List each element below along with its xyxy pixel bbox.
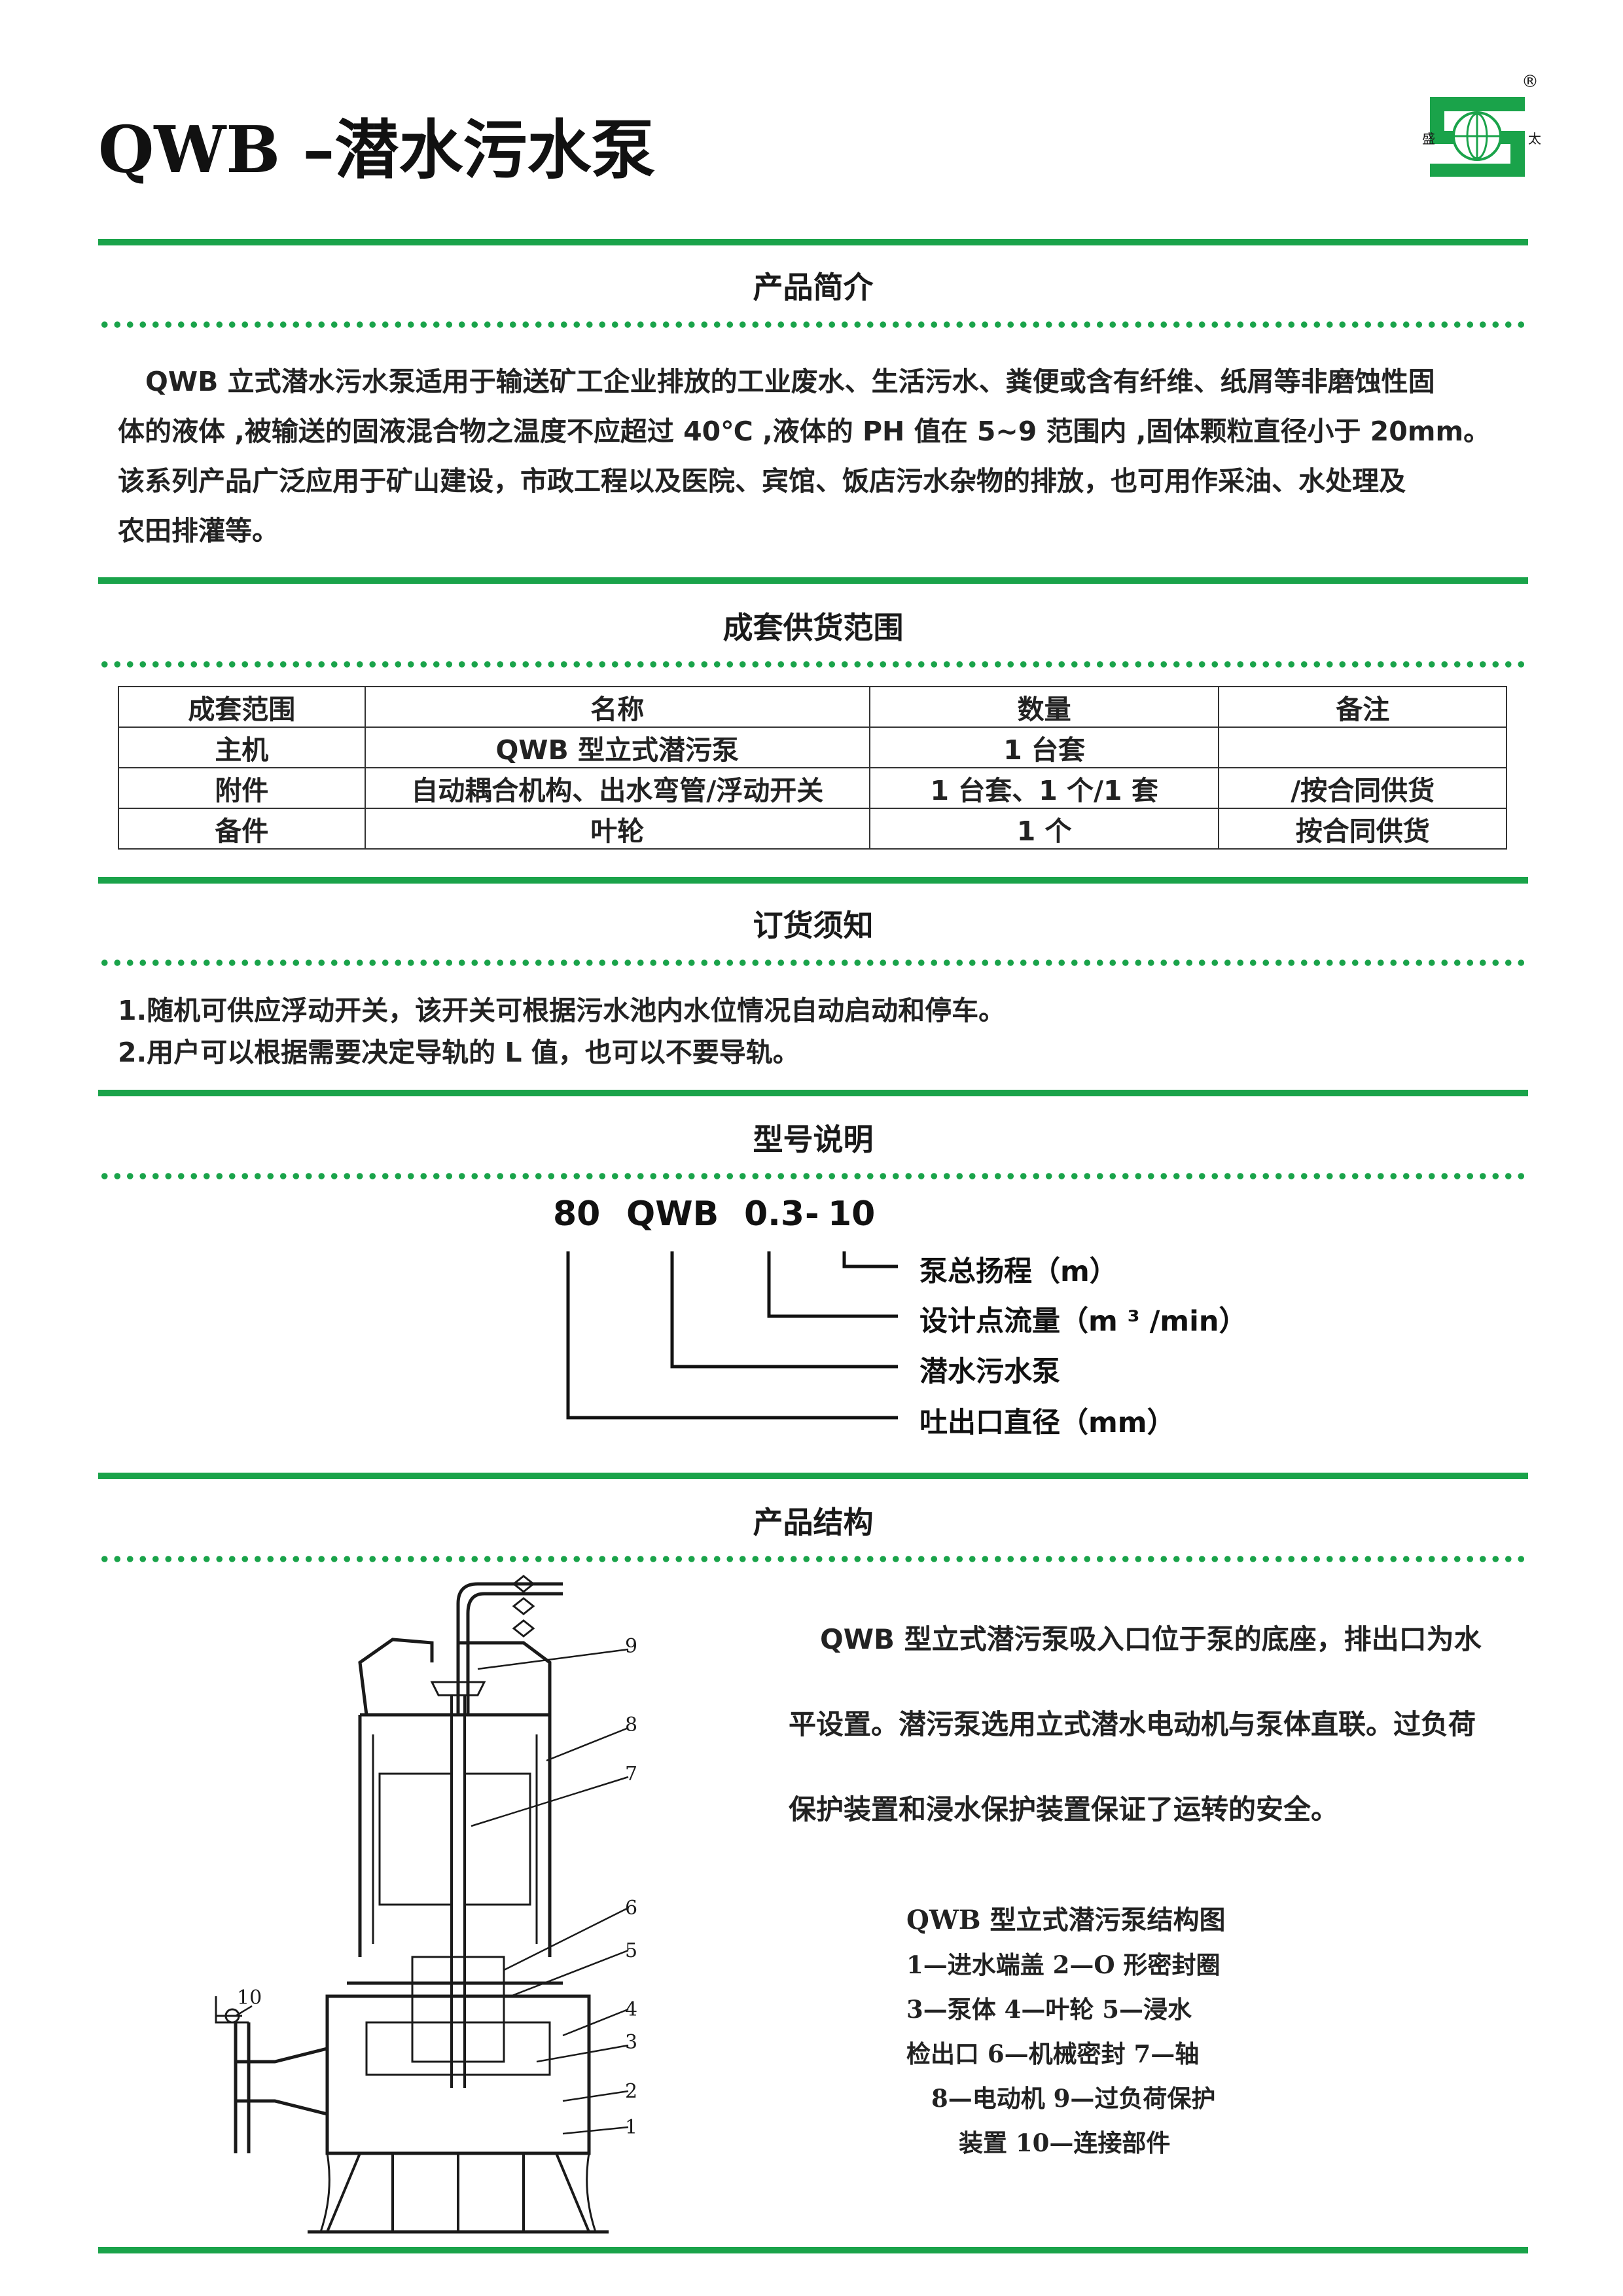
section-heading-model: 型号说明 xyxy=(753,1122,874,1157)
divider-bar-model xyxy=(98,1090,1528,1096)
structure-line: 平设置。潜污泵选用立式潜水电动机与泵体直联。过负荷 xyxy=(789,1708,1476,1740)
logo-left-char: 盛 xyxy=(1422,131,1435,147)
legend-line: 8—电动机 9—过负荷保护 xyxy=(931,2084,1216,2113)
table-cell: QWB 型立式潜污泵 xyxy=(364,726,870,768)
logo-right-char: 太 xyxy=(1528,131,1541,147)
table-cell: 1 台套 xyxy=(868,726,1220,768)
ordering-note: 1.随机可供应浮动开关，该开关可根据污水池内水位情况自动启动和停车。 xyxy=(118,995,1006,1026)
section-heading-scope: 成套供货范围 xyxy=(722,610,904,645)
table-cell: 1 个 xyxy=(868,808,1220,850)
legend-line: 检出口 6—机械密封 7—轴 xyxy=(906,2039,1200,2068)
diagram-callout-number: 2 xyxy=(625,2080,637,2103)
divider-bar-intro xyxy=(98,239,1528,245)
section-heading-ordering: 订货须知 xyxy=(753,908,874,943)
ordering-note: 2.用户可以根据需要决定导轨的 L 值，也可以不要导轨。 xyxy=(118,1037,800,1068)
table-header-cell: 成套范围 xyxy=(118,686,366,728)
ordering-notes: 1.随机可供应浮动开关，该开关可根据污水池内水位情况自动启动和停车。 2.用户可… xyxy=(118,990,1005,1073)
table-cell: 自动耦合机构、出水弯管/浮动开关 xyxy=(364,767,870,809)
legend-line: 装置 10—连接部件 xyxy=(959,2128,1171,2157)
dotted-divider-model xyxy=(98,1173,1528,1179)
table-row: 主机 QWB 型立式潜污泵 1 台套 xyxy=(118,726,1507,768)
table-header-cell: 数量 xyxy=(868,686,1220,728)
diagram-callout-number: 5 xyxy=(625,1939,637,1962)
diagram-callout-number: 9 xyxy=(625,1635,637,1658)
intro-line: 农田排灌等。 xyxy=(118,515,279,547)
model-code-flow: 0.3 xyxy=(744,1194,805,1234)
intro-line: 体的液体 ,被输送的固液混合物之温度不应超过 40℃ ,液体的 PH 值在 5~… xyxy=(118,416,1491,447)
section-heading-structure: 产品结构 xyxy=(753,1505,874,1540)
structure-line: QWB 型立式潜污泵吸入口位于泵的底座，排出口为水 xyxy=(820,1623,1482,1655)
model-label-diameter: 吐出口直径（mm） xyxy=(919,1407,1175,1439)
diagram-callout-number: 6 xyxy=(625,1897,637,1920)
brand-logo: 盛 太 ® xyxy=(1422,72,1544,187)
table-header-cell: 名称 xyxy=(364,686,870,728)
table-row: 附件 自动耦合机构、出水弯管/浮动开关 1 台套、1 个/1 套 /按合同供货 xyxy=(118,767,1507,809)
model-code-diameter: 80 xyxy=(553,1194,601,1234)
model-label-head: 泵总扬程（m） xyxy=(919,1255,1118,1288)
table-cell xyxy=(1218,726,1507,768)
registered-mark: ® xyxy=(1522,72,1539,92)
divider-bar-footer xyxy=(98,2247,1528,2253)
divider-bar-scope xyxy=(98,577,1528,584)
table-cell: 备件 xyxy=(118,808,366,850)
diagram-callout-number: 10 xyxy=(237,1986,262,2009)
structure-line: 保护装置和浸水保护装置保证了运转的安全。 xyxy=(789,1793,1339,1825)
model-label-flow: 设计点流量（m ³ /min） xyxy=(919,1305,1247,1338)
diagram-callout-number: 1 xyxy=(625,2116,637,2139)
model-code-separator: - xyxy=(805,1194,819,1234)
diagram-callout-number: 8 xyxy=(625,1713,637,1736)
dotted-divider-structure xyxy=(98,1556,1528,1562)
table-cell: 附件 xyxy=(118,767,366,809)
model-bracket-lines xyxy=(566,1251,898,1420)
model-code-head: 10 xyxy=(828,1194,876,1234)
legend-title: QWB 型立式潜污泵结构图 xyxy=(906,1905,1226,1935)
page-title: QWB –潜水污水泵 xyxy=(98,113,656,188)
dotted-divider-intro xyxy=(98,321,1528,328)
legend-line: 1—进水端盖 2—O 形密封圈 xyxy=(906,1950,1221,1979)
divider-bar-structure xyxy=(98,1473,1528,1479)
table-header-cell: 备注 xyxy=(1218,686,1507,728)
diagram-legend: QWB 型立式潜污泵结构图 1—进水端盖 2—O 形密封圈 3—泵体 4—叶轮 … xyxy=(906,1898,1226,2165)
dotted-divider-scope xyxy=(98,661,1528,668)
table-header-row: 成套范围 名称 数量 备注 xyxy=(118,686,1507,728)
structure-description: QWB 型立式潜污泵吸入口位于泵的底座，排出口为水 平设置。潜污泵选用立式潜水电… xyxy=(789,1597,1482,1852)
section-heading-intro: 产品简介 xyxy=(753,270,874,305)
brand-logo-icon xyxy=(1430,97,1525,177)
diagram-callout-number: 3 xyxy=(625,2031,637,2054)
intro-line: QWB 立式潜水污水泵适用于输送矿工企业排放的工业废水、生活污水、粪便或含有纤维… xyxy=(145,366,1435,397)
table-cell: /按合同供货 xyxy=(1218,767,1507,809)
divider-bar-ordering xyxy=(98,877,1528,884)
table-cell: 叶轮 xyxy=(364,808,870,850)
diagram-callout-number: 4 xyxy=(625,1998,637,2021)
table-row: 备件 叶轮 1 个 按合同供货 xyxy=(118,808,1507,850)
table-cell: 1 台套、1 个/1 套 xyxy=(868,767,1220,809)
legend-line: 3—泵体 4—叶轮 5—浸水 xyxy=(906,1995,1192,2024)
scope-table: 成套范围 名称 数量 备注 主机 QWB 型立式潜污泵 1 台套 附件 自动耦合… xyxy=(118,686,1507,850)
table-cell: 主机 xyxy=(118,726,366,768)
model-code-series: QWB xyxy=(626,1194,719,1234)
intro-paragraph: QWB 立式潜水污水泵适用于输送矿工企业排放的工业废水、生活污水、粪便或含有纤维… xyxy=(118,357,1490,556)
model-label-pump-type: 潜水污水泵 xyxy=(919,1355,1060,1388)
dotted-divider-ordering xyxy=(98,960,1528,966)
diagram-callout-number: 7 xyxy=(625,1763,637,1785)
table-cell: 按合同供货 xyxy=(1218,808,1507,850)
pump-structure-diagram: 1 2 3 4 5 6 7 8 9 10 xyxy=(215,1575,637,2234)
intro-line: 该系列产品广泛应用于矿山建设，市政工程以及医院、宾馆、饭店污水杂物的排放，也可用… xyxy=(118,465,1406,497)
